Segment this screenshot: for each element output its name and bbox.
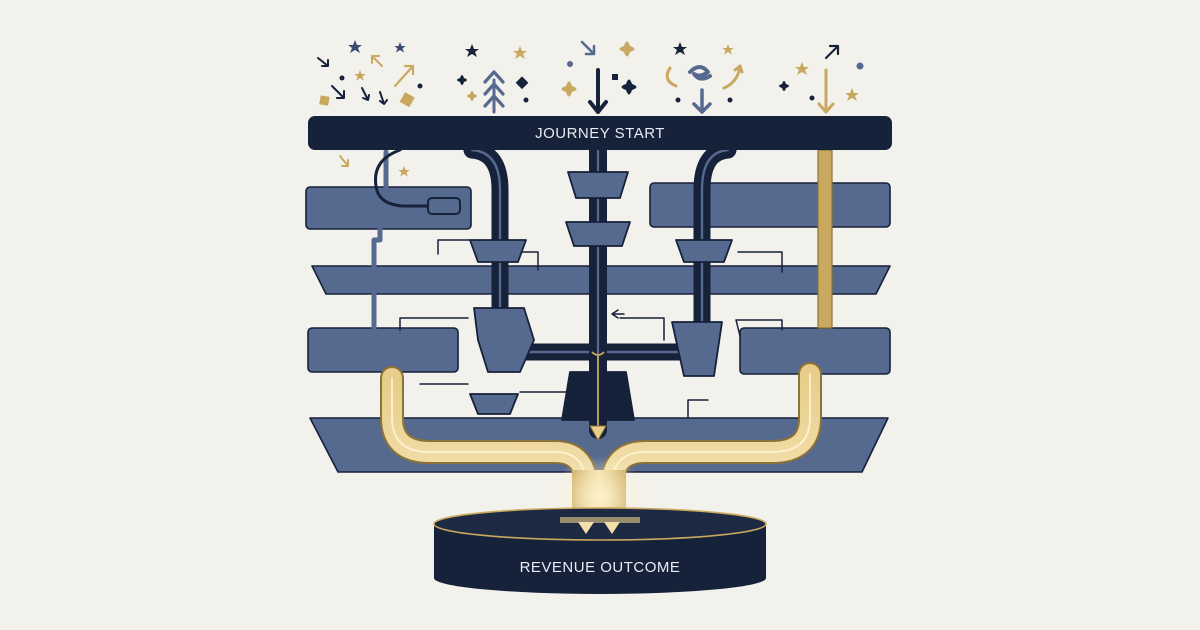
star-icon: [354, 70, 366, 81]
revenue-outcome-label: REVENUE OUTCOME: [520, 559, 681, 576]
arrow-icon: [824, 44, 840, 60]
diamond-icon: [612, 74, 618, 80]
dot-icon: [675, 97, 681, 103]
dot-icon: [417, 83, 423, 89]
star-icon: [673, 42, 687, 55]
arrow-icon: [331, 85, 345, 99]
dot-icon: [856, 62, 864, 70]
gold-side-pipe: [817, 149, 833, 329]
arrow-icon: [722, 64, 744, 90]
dot-icon: [523, 97, 529, 103]
down-arrow: [692, 88, 712, 114]
dot-icon: [809, 95, 815, 101]
gold-arrow: [578, 522, 594, 534]
funnel-node: [565, 221, 631, 247]
gold-center-arrow: [589, 425, 607, 442]
arrow-icon: [393, 64, 415, 88]
arrow-icon: [580, 40, 596, 56]
gold-center-line: [591, 351, 605, 430]
dot-icon: [727, 97, 733, 103]
star-icon: [845, 88, 859, 101]
star-icon: [394, 42, 406, 53]
connector-lines: [339, 148, 783, 419]
sparkle-icon: [561, 81, 577, 97]
revenue-outcome-base: REVENUE OUTCOME: [433, 507, 767, 594]
arrow-icon: [371, 55, 383, 67]
star-icon: [348, 40, 362, 53]
star-icon: [398, 166, 410, 177]
stage-bar-left-2: [307, 327, 459, 373]
sparkle-icon: [467, 91, 477, 101]
gold-arrow: [604, 522, 620, 534]
sparkle-icon: [457, 75, 467, 85]
scattered-icons: [317, 40, 864, 108]
funnel-nodes: [469, 171, 733, 421]
journey-start-label: JOURNEY START: [535, 125, 665, 142]
sparkle-icon: [619, 41, 635, 57]
stage-bar-right-1: [649, 182, 891, 228]
swirl-icon: [688, 65, 712, 81]
funnel-node: [473, 307, 535, 373]
star-icon: [465, 44, 479, 57]
journey-start-bar: JOURNEY START: [308, 116, 892, 150]
down-arrow: [817, 68, 835, 114]
star-icon: [795, 62, 809, 75]
sparkle-icon: [621, 79, 637, 95]
arrow-icon: [317, 57, 329, 67]
funnel-node: [675, 239, 733, 263]
arrow-icon: [379, 91, 388, 105]
funnel-node: [671, 321, 723, 377]
star-icon: [722, 44, 734, 55]
diamond-icon: [515, 76, 529, 90]
funnel-node: [469, 393, 519, 415]
incoming-arrows: [492, 68, 835, 114]
arrow-icon: [361, 87, 370, 101]
funnel-node: [469, 239, 527, 263]
diamond-icon: [319, 95, 330, 106]
funnel-node: [567, 171, 629, 199]
diamond-icon: [399, 92, 415, 108]
plug-node: [427, 197, 461, 215]
dot-icon: [339, 75, 345, 81]
dot-icon: [567, 61, 573, 67]
arrow-icon: [665, 66, 678, 88]
sparkle-icon: [779, 81, 789, 91]
down-arrow: [588, 68, 608, 114]
star-icon: [513, 46, 527, 59]
